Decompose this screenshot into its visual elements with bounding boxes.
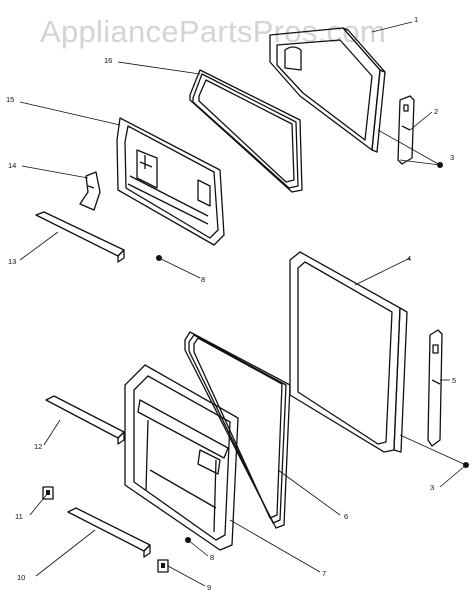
callout-7: 7 [322, 569, 326, 578]
callout-9: 9 [207, 583, 211, 592]
callout-3-upper: 3 [450, 153, 454, 162]
part-1-freezer-door-outer [269, 27, 386, 153]
callout-6: 6 [344, 512, 348, 521]
part-16-freezer-gasket [189, 69, 303, 193]
callout-4: 4 [407, 254, 411, 263]
callout-12: 12 [34, 442, 42, 451]
part-4-fresh-food-door-outer [289, 251, 408, 453]
part-13-freezer-shelf-bar [35, 211, 125, 263]
callout-8-lower: 8 [210, 553, 214, 562]
leader-lines [19, 21, 467, 587]
callout-13: 13 [8, 257, 16, 266]
callout-11: 11 [15, 512, 23, 521]
part-6-fresh-food-gasket [184, 331, 291, 529]
callout-16: 16 [104, 56, 112, 65]
callout-labels: 1 2 3 4 5 3 6 7 8 8 9 10 11 12 13 14 15 … [6, 15, 456, 592]
part-10-bottom-shelf-bar [67, 507, 151, 558]
callout-3-lower: 3 [430, 483, 434, 492]
callout-1: 1 [414, 15, 418, 24]
part-14-bracket [79, 171, 101, 211]
callout-15: 15 [6, 95, 14, 104]
callout-2: 2 [434, 107, 438, 116]
part-9-clip [157, 559, 169, 573]
callout-5: 5 [452, 376, 456, 385]
part-7-fresh-food-door-liner [124, 364, 239, 551]
watermark: AppliancePartsPros.com [40, 14, 387, 49]
callout-10: 10 [17, 573, 25, 582]
part-12-shelf-bar [45, 395, 125, 445]
part-5-fresh-food-hinge [427, 329, 443, 447]
part-2-freezer-hinge [397, 95, 415, 165]
callout-8-upper: 8 [201, 275, 205, 284]
callout-14: 14 [8, 161, 16, 170]
part-11-clip [42, 486, 54, 500]
part-15-freezer-door-liner [116, 117, 225, 246]
